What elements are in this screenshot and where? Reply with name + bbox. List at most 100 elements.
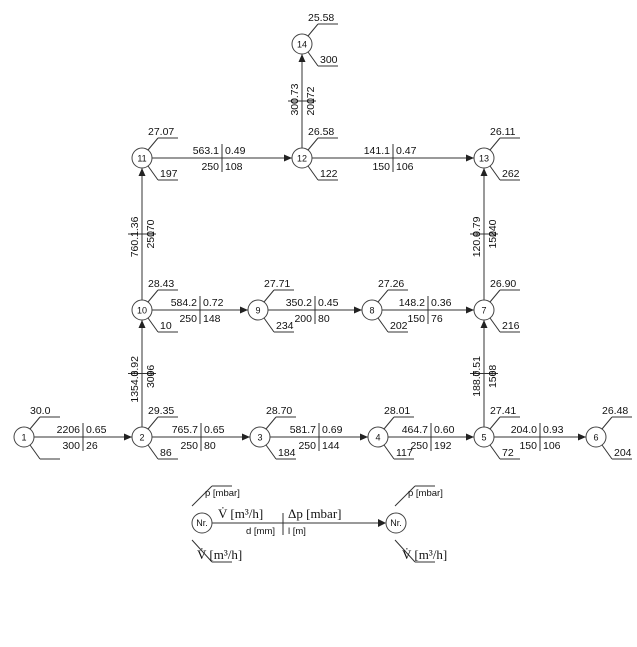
pipe-diameter: 250 — [145, 231, 157, 249]
node-demand: 86 — [160, 447, 172, 459]
node-circle — [13, 426, 35, 448]
pipe-length: 172 — [305, 86, 317, 104]
pipe-flow: 350.2 — [286, 297, 312, 309]
node-pressure: 27.71 — [264, 278, 290, 290]
pipe-length: 68 — [487, 365, 499, 377]
pipe-length: 80 — [204, 440, 216, 452]
pipe-flow: 581.7 — [290, 424, 316, 436]
pipe-length: 240 — [487, 219, 499, 237]
demand-leader — [265, 444, 277, 460]
node-circle — [473, 147, 495, 169]
pressure-leader — [265, 416, 277, 430]
pipe-length: 106 — [396, 161, 414, 173]
pipe-pressure-drop: 0.45 — [318, 297, 339, 309]
node-demand: 204 — [614, 447, 632, 459]
pipe-pressure-drop: 0.65 — [204, 424, 225, 436]
flow-arrow — [138, 320, 146, 328]
demand-leader — [383, 444, 395, 460]
pipe-pressure-drop: 0.92 — [129, 356, 141, 377]
pipe-pressure-drop: 0.60 — [434, 424, 455, 436]
pipe-pressure-drop: 0.69 — [322, 424, 343, 436]
flow-arrow — [360, 433, 368, 441]
legend-pressure-drop: Δp [mbar] — [288, 506, 341, 521]
demand-leader — [263, 317, 275, 333]
node-circle — [361, 299, 383, 321]
flow-arrow — [124, 433, 132, 441]
legend-pressure-right: p [mbar] — [408, 488, 443, 499]
node-demand: 122 — [320, 168, 338, 180]
node-number: 12 — [297, 154, 307, 164]
pipe-flow: 300 — [289, 98, 301, 116]
legend-node-circle-right — [385, 512, 407, 534]
node-number: 3 — [257, 433, 262, 443]
pipe-diameter: 150 — [407, 313, 425, 325]
pipe-flow: 1354.3 — [129, 370, 141, 402]
node-pressure: 25.58 — [308, 12, 334, 24]
pipe-length: 80 — [318, 313, 330, 325]
legend-node-label-right: Nr. — [390, 518, 402, 528]
node-circle — [247, 299, 269, 321]
pressure-leader — [263, 289, 275, 303]
pressure-leader — [601, 416, 613, 430]
legend: Nr. Nr. p [mbar] p [mbar] V̇ [m³/h] Δp [… — [191, 485, 447, 563]
pressure-leader — [307, 23, 319, 37]
node-circle — [291, 33, 313, 55]
pipe-diameter: 200 — [305, 98, 317, 116]
pipe-flow: 563.1 — [193, 145, 219, 157]
node-demand: 117 — [396, 447, 413, 459]
flow-arrow — [298, 54, 306, 62]
node-pressure: 28.01 — [384, 405, 410, 417]
flow-arrow — [480, 320, 488, 328]
pipe-pressure-drop: 0.93 — [543, 424, 564, 436]
pressure-leader — [307, 137, 319, 151]
flow-arrow — [242, 433, 250, 441]
pipe-length: 192 — [434, 440, 452, 452]
flow-arrow — [138, 168, 146, 176]
pipe-9-8: 350.2 0.45 200 80 — [258, 296, 372, 325]
flow-arrow — [240, 306, 248, 314]
pipe-length: 106 — [543, 440, 561, 452]
pipe-length: 96 — [145, 365, 157, 377]
node-pressure: 30.0 — [30, 405, 51, 417]
pipe-pressure-drop: 0.73 — [289, 83, 301, 104]
demand-leader — [489, 444, 501, 460]
node-demand: 10 — [160, 320, 172, 332]
pipe-diameter: 300 — [145, 370, 157, 388]
pipe-pressure-drop: 1.36 — [129, 216, 141, 237]
demand-leader — [147, 317, 159, 333]
node-number: 13 — [479, 154, 489, 164]
pressure-leader — [489, 416, 501, 430]
pipe-pressure-drop: 0.79 — [471, 216, 483, 237]
pressure-leader — [29, 416, 41, 430]
node-pressure: 26.11 — [490, 126, 516, 138]
pipe-flow: 188.7 — [471, 370, 483, 396]
pipe-diameter: 200 — [294, 313, 312, 325]
pressure-leader — [147, 137, 159, 151]
node-demand: 72 — [502, 447, 514, 459]
pipe-length: 148 — [203, 313, 221, 325]
node-demand: 216 — [502, 320, 520, 332]
node-pressure: 26.48 — [602, 405, 628, 417]
node-circle — [131, 426, 153, 448]
node-circle — [473, 299, 495, 321]
demand-leader — [489, 317, 501, 333]
pressure-leader — [147, 289, 159, 303]
demand-leader — [601, 444, 613, 460]
node-demand: 202 — [390, 320, 408, 332]
node-pressure: 28.70 — [266, 405, 292, 417]
node-demand: 262 — [502, 168, 520, 180]
